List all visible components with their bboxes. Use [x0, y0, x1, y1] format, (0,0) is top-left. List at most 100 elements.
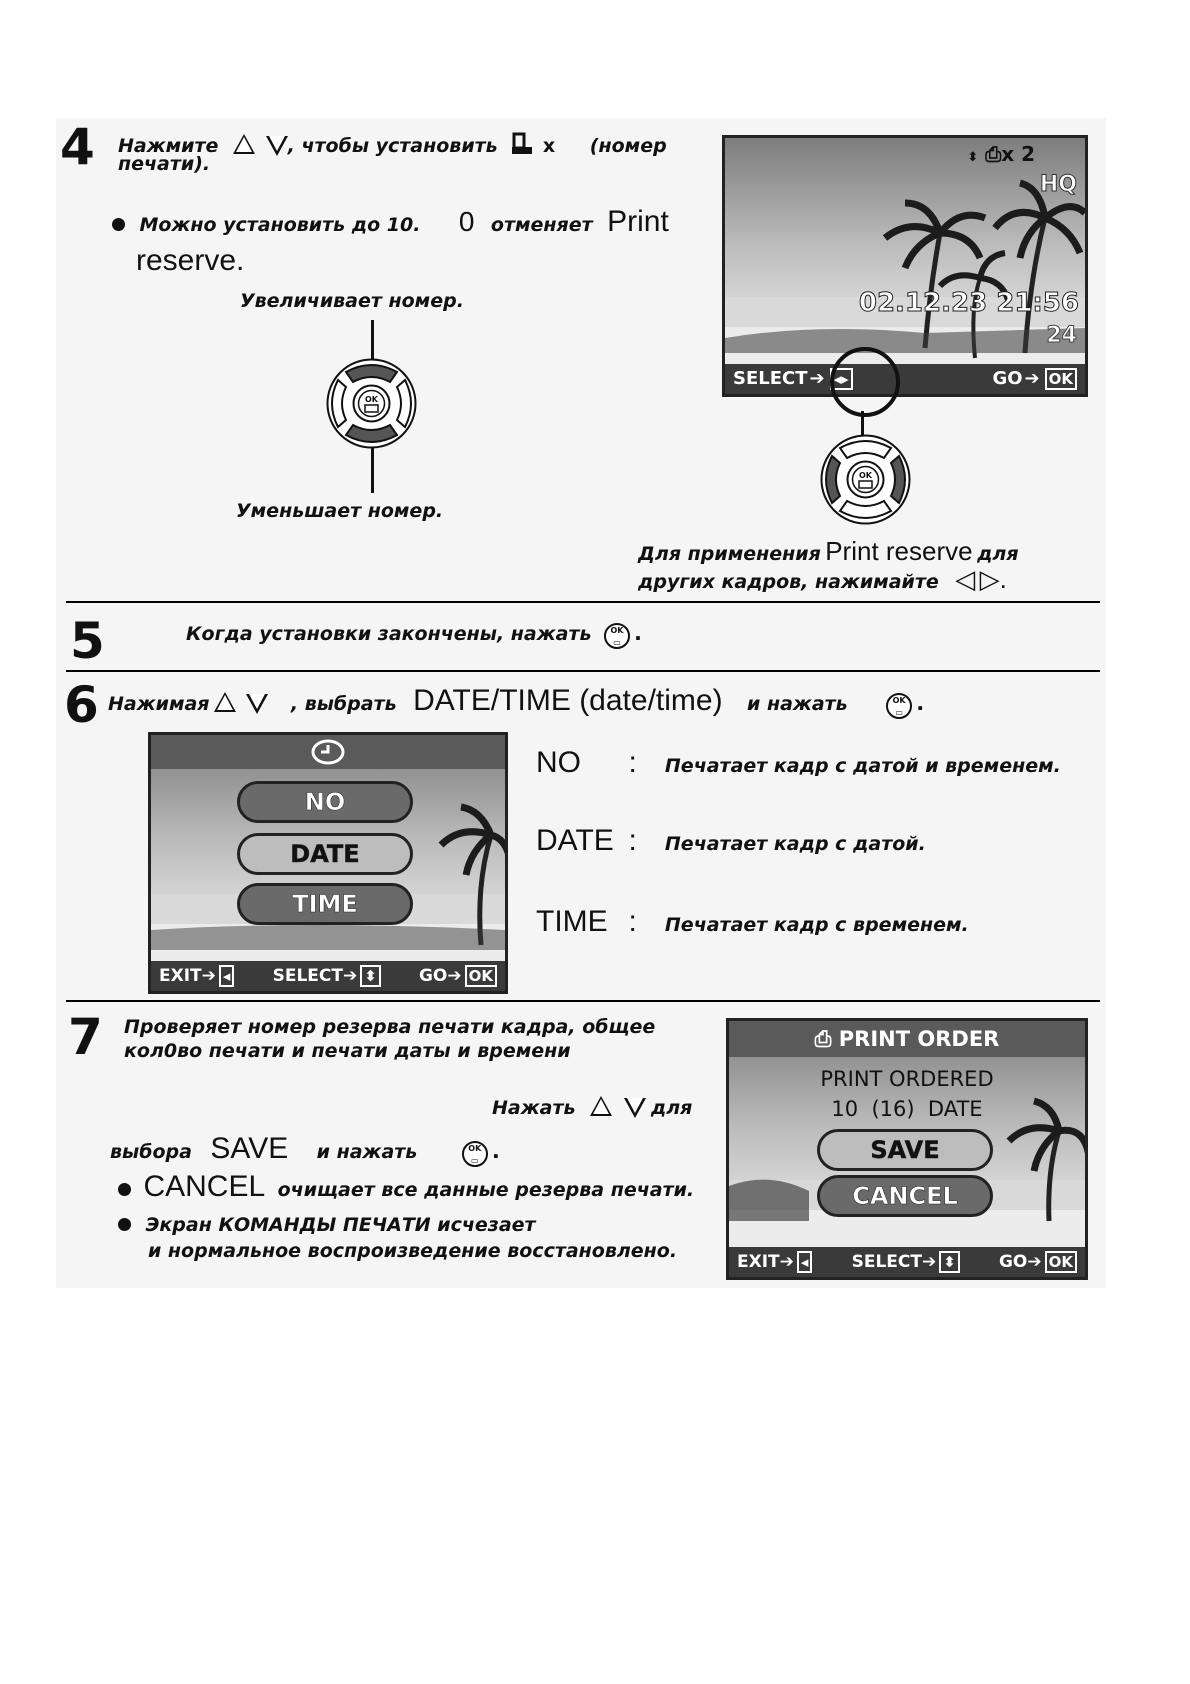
directional-pad[interactable]: OK	[324, 356, 419, 451]
up-triangle-icon	[589, 1096, 612, 1116]
definition-colon: :	[628, 905, 637, 938]
arrow-right-icon: ➔	[921, 1252, 937, 1272]
arrow-right-icon: ➔	[447, 966, 462, 986]
arrow-right-icon: ➔	[342, 966, 358, 986]
bullet-reserve: reserve.	[136, 244, 245, 277]
step-6-text-c: и нажать	[747, 693, 848, 715]
callout-line	[861, 411, 864, 441]
palm-trees-image	[725, 179, 1085, 359]
step-7-choose-row: выбора SAVE и нажать OK▭ .	[110, 1132, 500, 1167]
save-option[interactable]: SAVE	[817, 1129, 993, 1171]
step-6-text-b: , выбрать	[290, 693, 397, 715]
step-7-and-press: и нажать	[316, 1141, 418, 1163]
increase-pointer-line	[371, 320, 374, 362]
print-order-title: PRINT ORDER	[838, 1027, 1000, 1051]
definition-term: TIME	[536, 905, 608, 938]
definition-term: DATE	[536, 824, 614, 857]
definition-desc: Печатает кадр с временем.	[664, 914, 969, 936]
go-label: GO	[992, 368, 1023, 389]
definition-desc: Печатает кадр с датой.	[664, 833, 926, 855]
definition-desc: Печатает кадр с датой и временем.	[664, 755, 1061, 777]
apply-print-reserve: Print reserve	[825, 536, 973, 566]
step-5-number: 5	[70, 612, 105, 670]
select-label: SELECT	[272, 966, 343, 986]
exit-label: EXIT	[159, 966, 202, 986]
step-4-number: 4	[60, 118, 95, 176]
step-7-note-bullet: Экран КОМАНДЫ ПЕЧАТИ исчезает	[118, 1214, 536, 1236]
camera-screen-print-reserve: ⬍ ⎙x 2 HQ 02.12.23 21:56 24 SELECT ➔ ◂▸ …	[722, 135, 1088, 397]
up-down-icon: ⬍	[939, 1251, 960, 1273]
divider-6-7	[66, 1000, 1100, 1002]
apply-text-a: Для применения	[638, 543, 821, 565]
go-label: GO	[418, 966, 448, 986]
arrow-right-icon: ➔	[809, 368, 825, 389]
apply-text-c: других кадров, нажимайте	[638, 571, 939, 593]
definition-no: NO : Печатает кадр с датой и временем.	[536, 746, 1061, 780]
note-line1: Экран КОМАНДЫ ПЕЧАТИ исчезает	[145, 1214, 536, 1236]
step-7-line1: Проверяет номер резерва печати кадра, об…	[124, 1016, 656, 1038]
palm-trees-image	[729, 1097, 1085, 1222]
divider-4-5	[66, 601, 1100, 603]
note-line2: и нормальное воспроизведение восстановле…	[148, 1240, 678, 1262]
screen-bottom-bar: EXIT➔◂ SELECT➔⬍ GO➔OK	[151, 961, 505, 991]
step-7-press: Нажать	[492, 1097, 576, 1119]
option-date[interactable]: DATE	[237, 833, 413, 875]
go-label: GO	[998, 1252, 1028, 1272]
svg-text:OK: OK	[365, 395, 379, 404]
camera-screen-date-time: NO DATE TIME EXIT➔◂ SELECT➔⬍ GO➔OK	[148, 732, 508, 994]
step-4-bullet: Можно установить до 10. 0 отменяет Print	[112, 205, 669, 239]
step-4-number-hint: (номер	[589, 135, 667, 157]
print-count-indicator: ⬍ ⎙x 2	[967, 142, 1035, 166]
step-7-choose: выбора	[110, 1141, 192, 1163]
cancel-option[interactable]: CANCEL	[817, 1175, 993, 1217]
arrow-right-icon: ➔	[1024, 368, 1040, 389]
print-icon: ⎙	[814, 1027, 832, 1051]
ok-button-icon: OK▭	[603, 622, 630, 649]
print-summary: 10 (16) DATE	[831, 1097, 983, 1121]
directional-pad-left-right[interactable]: OK	[818, 432, 913, 527]
down-triangle-icon	[624, 1098, 647, 1118]
step-6-text-a: Нажимая	[108, 693, 210, 715]
definition-term: NO	[536, 746, 581, 779]
apply-text-b: для	[977, 543, 1019, 565]
divider-5-6	[66, 670, 1100, 672]
step-4-press-text: Нажмите	[118, 135, 219, 157]
step-5-text: Когда установки закончены, нажать	[186, 623, 592, 645]
step-6-datetime: DATE/TIME (date/time)	[413, 684, 723, 717]
print-icon	[512, 132, 533, 154]
option-no[interactable]: NO	[237, 781, 413, 823]
bullet-dot	[112, 218, 125, 231]
select-label: SELECT	[733, 368, 808, 389]
frame-number: 24	[1046, 323, 1078, 349]
definition-date: DATE : Печатает кадр с датой.	[536, 824, 926, 858]
step-7-press-row: Нажать для	[492, 1094, 692, 1119]
bullet-dot	[118, 1218, 131, 1231]
clock-icon	[151, 735, 505, 769]
step-5-instruction: Когда установки закончены, нажать OK▭ .	[186, 616, 642, 649]
ok-button-icon: OK▭	[886, 692, 913, 719]
ok-box: OK	[1044, 1251, 1077, 1273]
step-7-number: 7	[68, 1008, 103, 1066]
callout-circle	[830, 347, 900, 417]
ok-box: OK	[464, 965, 497, 987]
step-4-set-text: , чтобы установить	[287, 135, 498, 157]
option-time[interactable]: TIME	[237, 883, 413, 925]
decrease-pointer-line	[371, 447, 374, 493]
screen-bottom-bar: EXIT➔◂ SELECT➔⬍ GO➔OK	[729, 1247, 1085, 1277]
definition-colon: :	[628, 824, 637, 857]
cancel-desc: очищает все данные резерва печати.	[277, 1179, 695, 1201]
bullet-text: Можно установить до 10.	[139, 214, 421, 236]
select-label: SELECT	[851, 1252, 922, 1272]
step-7-line2: кол0во печати и печати даты и времени	[124, 1040, 571, 1062]
step-4-x-text: x	[542, 135, 556, 157]
ok-button-icon: OK▭	[461, 1140, 488, 1167]
arrow-right-icon: ➔	[1027, 1252, 1042, 1272]
step-6-instruction: Нажимая , выбрать DATE/TIME (date/time) …	[108, 684, 924, 719]
apply-other-frames-text: Для применения Print reserve для	[638, 536, 1019, 567]
palm-trees-image	[151, 803, 505, 950]
bullet-dot	[118, 1183, 131, 1196]
print-order-header: ⎙ PRINT ORDER	[729, 1021, 1085, 1057]
camera-screen-print-order: ⎙ PRINT ORDER PRINT ORDERED 10 (16) DATE…	[726, 1018, 1088, 1280]
step-7-save: SAVE	[210, 1132, 289, 1165]
updown-icon: ⬍	[967, 150, 979, 165]
